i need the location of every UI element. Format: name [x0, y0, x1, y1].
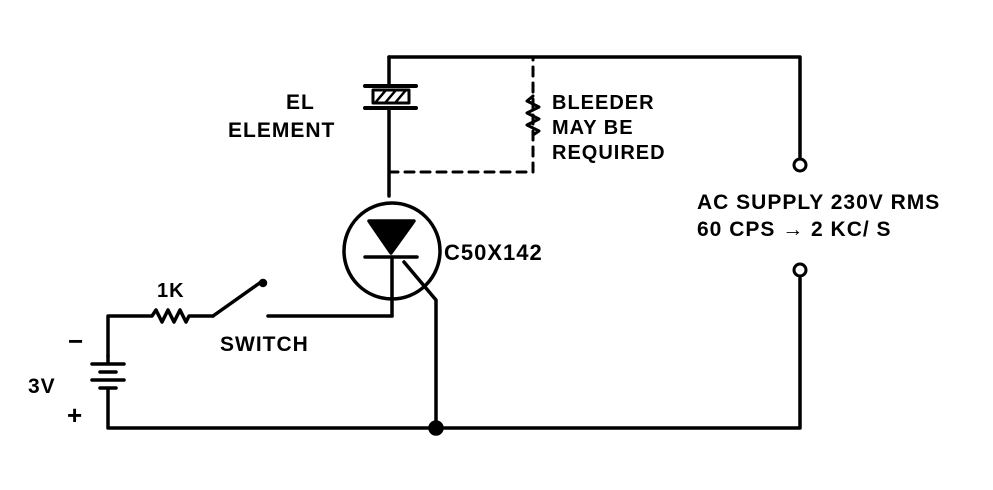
- battery-minus-label: −: [68, 326, 85, 356]
- battery-voltage-label: 3V: [28, 375, 56, 398]
- resistor-label: 1K: [157, 280, 185, 302]
- bleeder-resistor-symbol: [387, 55, 541, 174]
- scr-part-label: C50X142: [444, 240, 543, 265]
- gate-circuit: [106, 278, 394, 358]
- supply-label-line2: 60 CPS → 2 KC/ S: [697, 218, 892, 241]
- junction-dot: [428, 420, 444, 436]
- top-wire: [387, 55, 802, 159]
- el-element-label: EL ELEMENT: [228, 92, 335, 141]
- switch-label: SWITCH: [220, 333, 309, 356]
- supply-terminal-bottom: [792, 262, 808, 278]
- el-element-label-line1: EL: [286, 91, 315, 114]
- bleeder-label-line1: BLEEDER: [552, 92, 655, 114]
- bleeder-label-line2: MAY BE: [552, 117, 634, 139]
- el-element-symbol: [363, 55, 418, 198]
- battery-symbol: [90, 354, 126, 390]
- el-element-label-line2: ELEMENT: [228, 119, 336, 142]
- supply-label-line1: AC SUPPLY 230V RMS: [697, 191, 941, 214]
- supply-label: AC SUPPLY 230V RMS 60 CPS → 2 KC/ S: [697, 192, 940, 240]
- scr-symbol: [342, 201, 442, 430]
- supply-terminal-top: [792, 157, 808, 173]
- battery-plus-label: +: [67, 400, 84, 430]
- right-wire: [106, 276, 802, 430]
- bleeder-label-line3: REQUIRED: [552, 142, 666, 164]
- bleeder-label: BLEEDER MAY BE REQUIRED: [552, 93, 666, 163]
